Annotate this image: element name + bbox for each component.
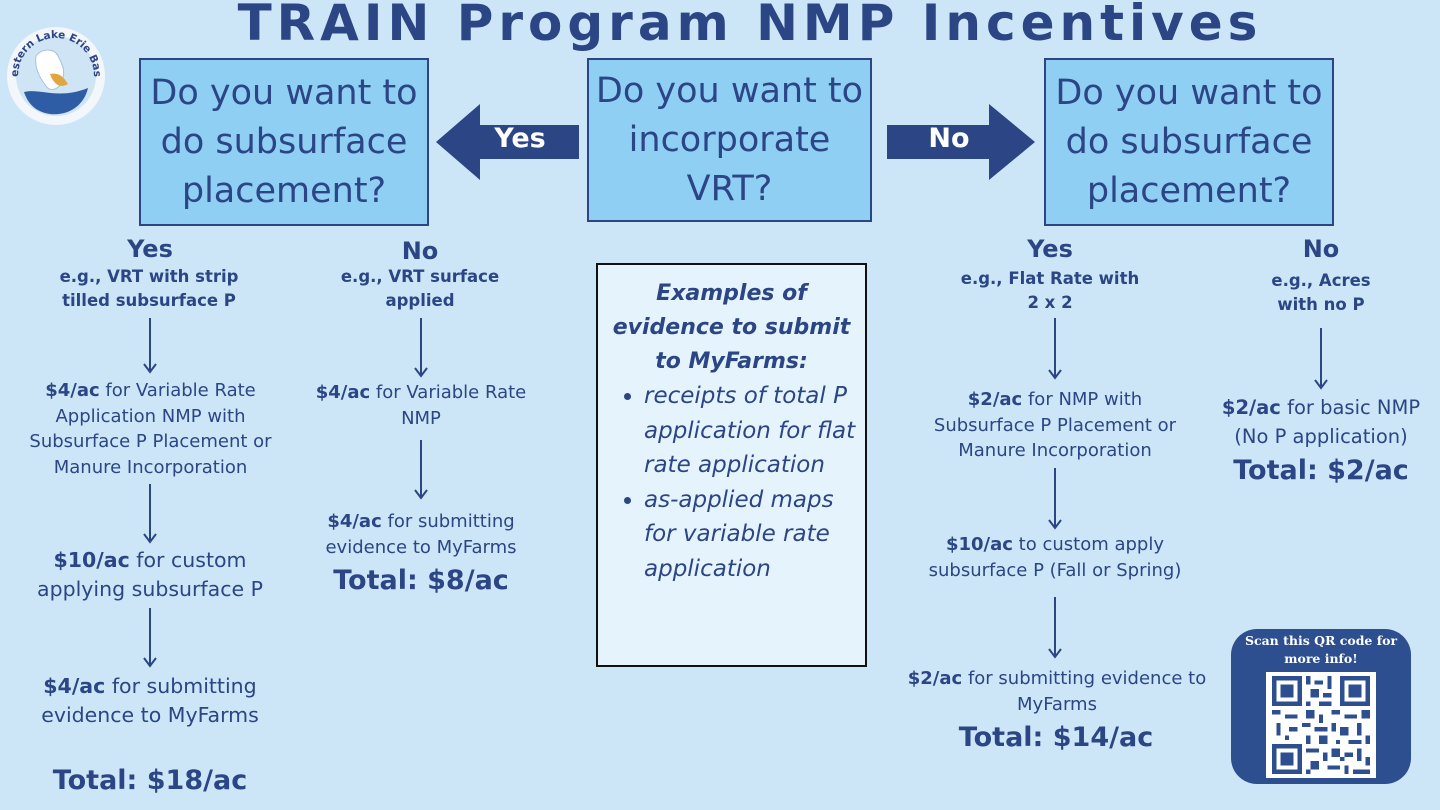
center-question-text: Do you want to incorporate VRT? [595,70,864,209]
left-question-text: Do you want to do subsurface placement? [150,72,418,211]
evidence-list: receipts of total P application for flat… [598,379,865,586]
down-arrow-icon [143,318,157,374]
evidence-item: as-applied maps for variable rate applic… [644,483,865,587]
right-yes-example: e.g., Flat Rate with 2 x 2 [960,269,1140,312]
yes-arrow-left-icon [436,104,579,180]
right-yes-heading: Yes [1027,235,1073,263]
western-lake-erie-basin-logo: Western Lake Erie Basin [6,26,105,125]
right-no-total: Total: $2/ac [1233,455,1409,486]
down-arrow-icon [414,440,428,500]
right-question-box: Do you want to do subsurface placement? [1044,58,1334,226]
left-no-heading: No [401,237,439,265]
left-no-step-2: $4/ac for submitting evidence to MyFarms [325,511,517,558]
left-no-total: Total: $8/ac [333,565,509,596]
qr-code-icon[interactable] [1266,672,1376,778]
right-no-step-1: $2/ac for basic NMP (No P application) [1221,396,1421,448]
right-yes-total: Total: $14/ac [958,722,1154,753]
down-arrow-icon [1048,597,1062,659]
left-yes-step-2: $10/ac for custom applying subsurface P [37,548,263,601]
center-question-box: Do you want to incorporate VRT? [587,58,872,222]
left-no-example: e.g., VRT surface applied [340,267,500,310]
left-yes-step-3: $4/ac for submitting evidence to MyFarms [41,674,259,727]
evidence-box: Examples of evidence to submit to MyFarm… [596,263,867,667]
down-arrow-icon [414,318,428,378]
left-yes-total: Total: $18/ac [52,765,248,796]
amount: $4/ac [45,380,100,401]
evidence-heading: Examples of evidence to submit to MyFarm… [612,281,851,374]
left-yes-example: e.g., VRT with strip tilled subsurface P [59,267,239,310]
right-yes-step-2: $10/ac to custom apply subsurface P (Fal… [928,534,1182,581]
left-question-box: Do you want to do subsurface placement? [139,58,429,226]
right-yes-step-1: $2/ac for NMP with Subsurface P Placemen… [933,389,1177,461]
no-arrow-label: No [928,123,970,154]
left-no-step-1: $4/ac for Variable Rate NMP [315,382,527,429]
down-arrow-icon [143,608,157,668]
down-arrow-icon [1314,328,1328,390]
down-arrow-icon [143,484,157,544]
evidence-item: receipts of total P application for flat… [644,379,865,483]
left-yes-step-1: $4/ac for Variable Rate Application NMP … [29,380,272,478]
right-yes-step-3: $2/ac for submitting evidence to MyFarms [907,668,1207,715]
right-no-example: e.g., Acres with no P [1271,271,1371,314]
down-arrow-icon [1048,318,1062,380]
yes-arrow-label: Yes [494,123,546,154]
qr-caption: Scan this QR code for more info! [1244,633,1398,666]
down-arrow-icon [1048,468,1062,530]
page-title: TRAIN Program NMP Incentives [237,0,1263,52]
right-question-text: Do you want to do subsurface placement? [1055,72,1323,211]
right-no-heading: No [1302,235,1340,263]
no-arrow-right-icon [887,104,1035,180]
left-yes-heading: Yes [127,235,173,263]
